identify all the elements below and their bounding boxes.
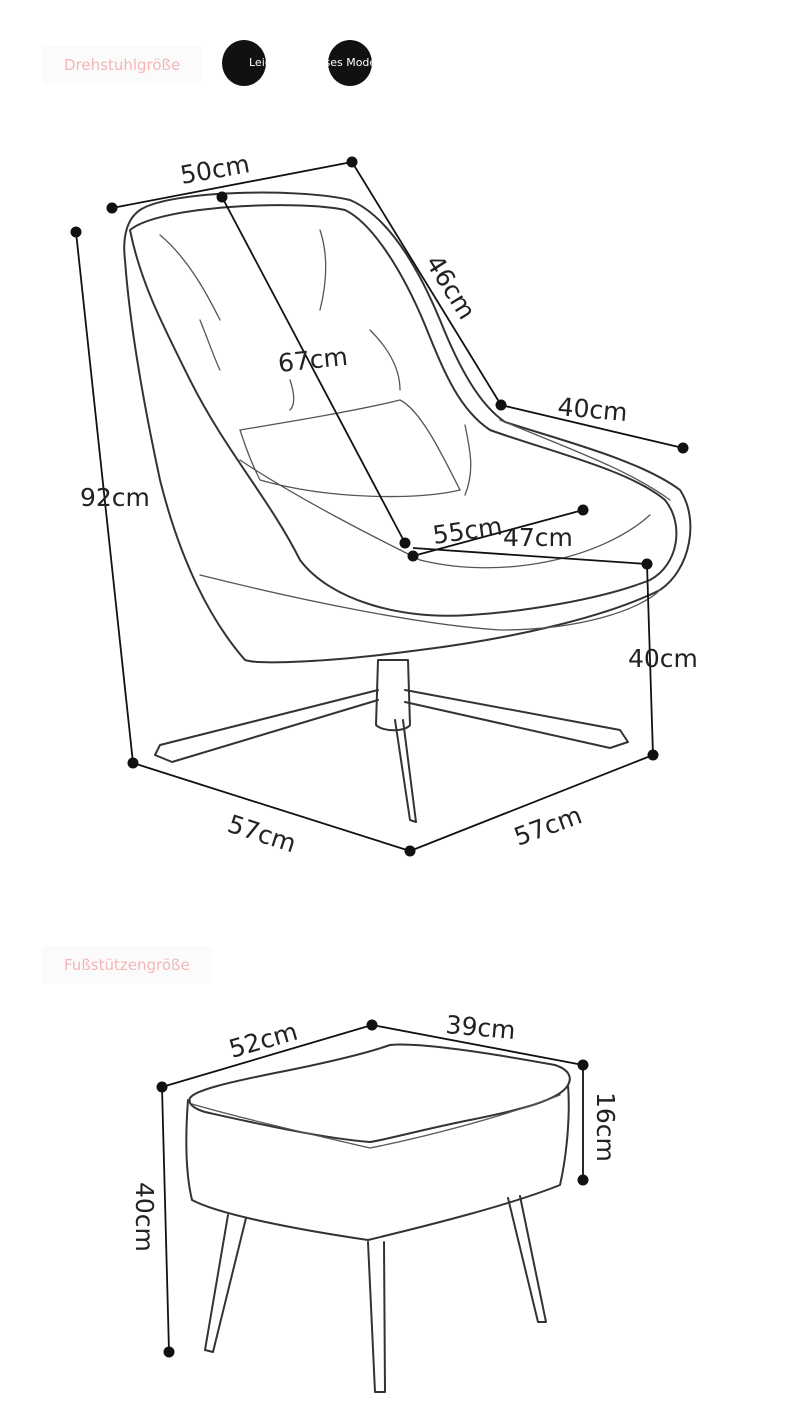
dim-point: [70, 226, 82, 238]
chair-seat-front: [199, 574, 661, 631]
dim-point: [647, 749, 659, 761]
dim-line-seat-depth: [412, 547, 648, 565]
stool-drawing: [185, 1043, 571, 1393]
dim-line-top-width: [111, 161, 353, 209]
chair-drawing: [123, 191, 692, 823]
stool-dimension-lines: [156, 1019, 589, 1358]
dim-label-base-right: 57cm: [510, 800, 586, 851]
dim-point: [399, 537, 411, 549]
stool-cushion-body: [185, 1084, 570, 1241]
dim-point: [127, 757, 139, 769]
chair-dimension-lines: [70, 156, 689, 857]
dim-line-base-left: [132, 762, 411, 852]
dim-point: [156, 1081, 168, 1093]
dim-point: [407, 550, 419, 562]
model-tab-label: Leichtes Luxuses Modell: [249, 56, 375, 69]
model-tab-dot[interactable]: [328, 40, 372, 86]
dim-label-stool-height: 40cm: [130, 1182, 159, 1252]
dim-line-total-height: [75, 231, 134, 764]
dim-label-arm-depth: 40cm: [556, 392, 628, 427]
dim-point: [404, 845, 416, 857]
dim-label-seat-width: 55cm: [431, 511, 504, 549]
dim-point: [216, 191, 228, 203]
chair-inner-edge: [129, 204, 678, 617]
model-tab-dot[interactable]: [222, 40, 266, 86]
dim-label-total-height: 92cm: [80, 483, 150, 512]
dim-point: [577, 504, 589, 516]
dim-point: [641, 558, 653, 570]
dim-point: [106, 202, 118, 214]
dim-point: [495, 399, 507, 411]
dim-label-seat-depth: 47cm: [503, 523, 573, 552]
dim-line-seat-height: [646, 563, 654, 756]
dim-label-stool-cushion: 16cm: [591, 1092, 620, 1162]
chair-pillow: [239, 399, 461, 498]
chair-tufting: [159, 229, 401, 411]
chair-shell-outline: [123, 191, 692, 664]
chair-seat-line: [239, 459, 651, 569]
model-tabs[interactable]: Leichtes Luxuses Modell: [222, 40, 382, 86]
stool-cushion-piping: [191, 1094, 561, 1149]
dim-line-top-depth: [351, 161, 502, 406]
dim-line-seat-width: [412, 509, 584, 557]
dim-point: [577, 1174, 589, 1186]
chair-size-label: Drehstuhlgröße: [42, 46, 203, 84]
footrest-size-label: Fußstützengröße: [42, 946, 212, 984]
dim-label-back-height: 67cm: [277, 342, 350, 378]
dim-line-base-right: [409, 754, 654, 852]
dim-point: [366, 1019, 378, 1031]
dim-line-stool-width: [161, 1024, 373, 1088]
stool-legs: [204, 1195, 547, 1393]
dim-line-stool-height: [161, 1086, 170, 1353]
dim-point: [346, 156, 358, 168]
dim-point: [577, 1059, 589, 1071]
dim-label-base-left: 57cm: [224, 809, 299, 858]
dim-line-arm-depth: [500, 404, 684, 449]
dim-line-stool-depth: [371, 1024, 584, 1066]
dim-point: [163, 1346, 175, 1358]
chair-base-legs: [154, 689, 629, 823]
chair-arm-seam: [464, 419, 671, 501]
dim-line-back-height: [221, 196, 406, 544]
dim-label-seat-height: 40cm: [628, 644, 698, 673]
dim-label-stool-depth: 39cm: [444, 1010, 516, 1045]
dim-point: [677, 442, 689, 454]
chair-base-hub: [375, 659, 411, 732]
